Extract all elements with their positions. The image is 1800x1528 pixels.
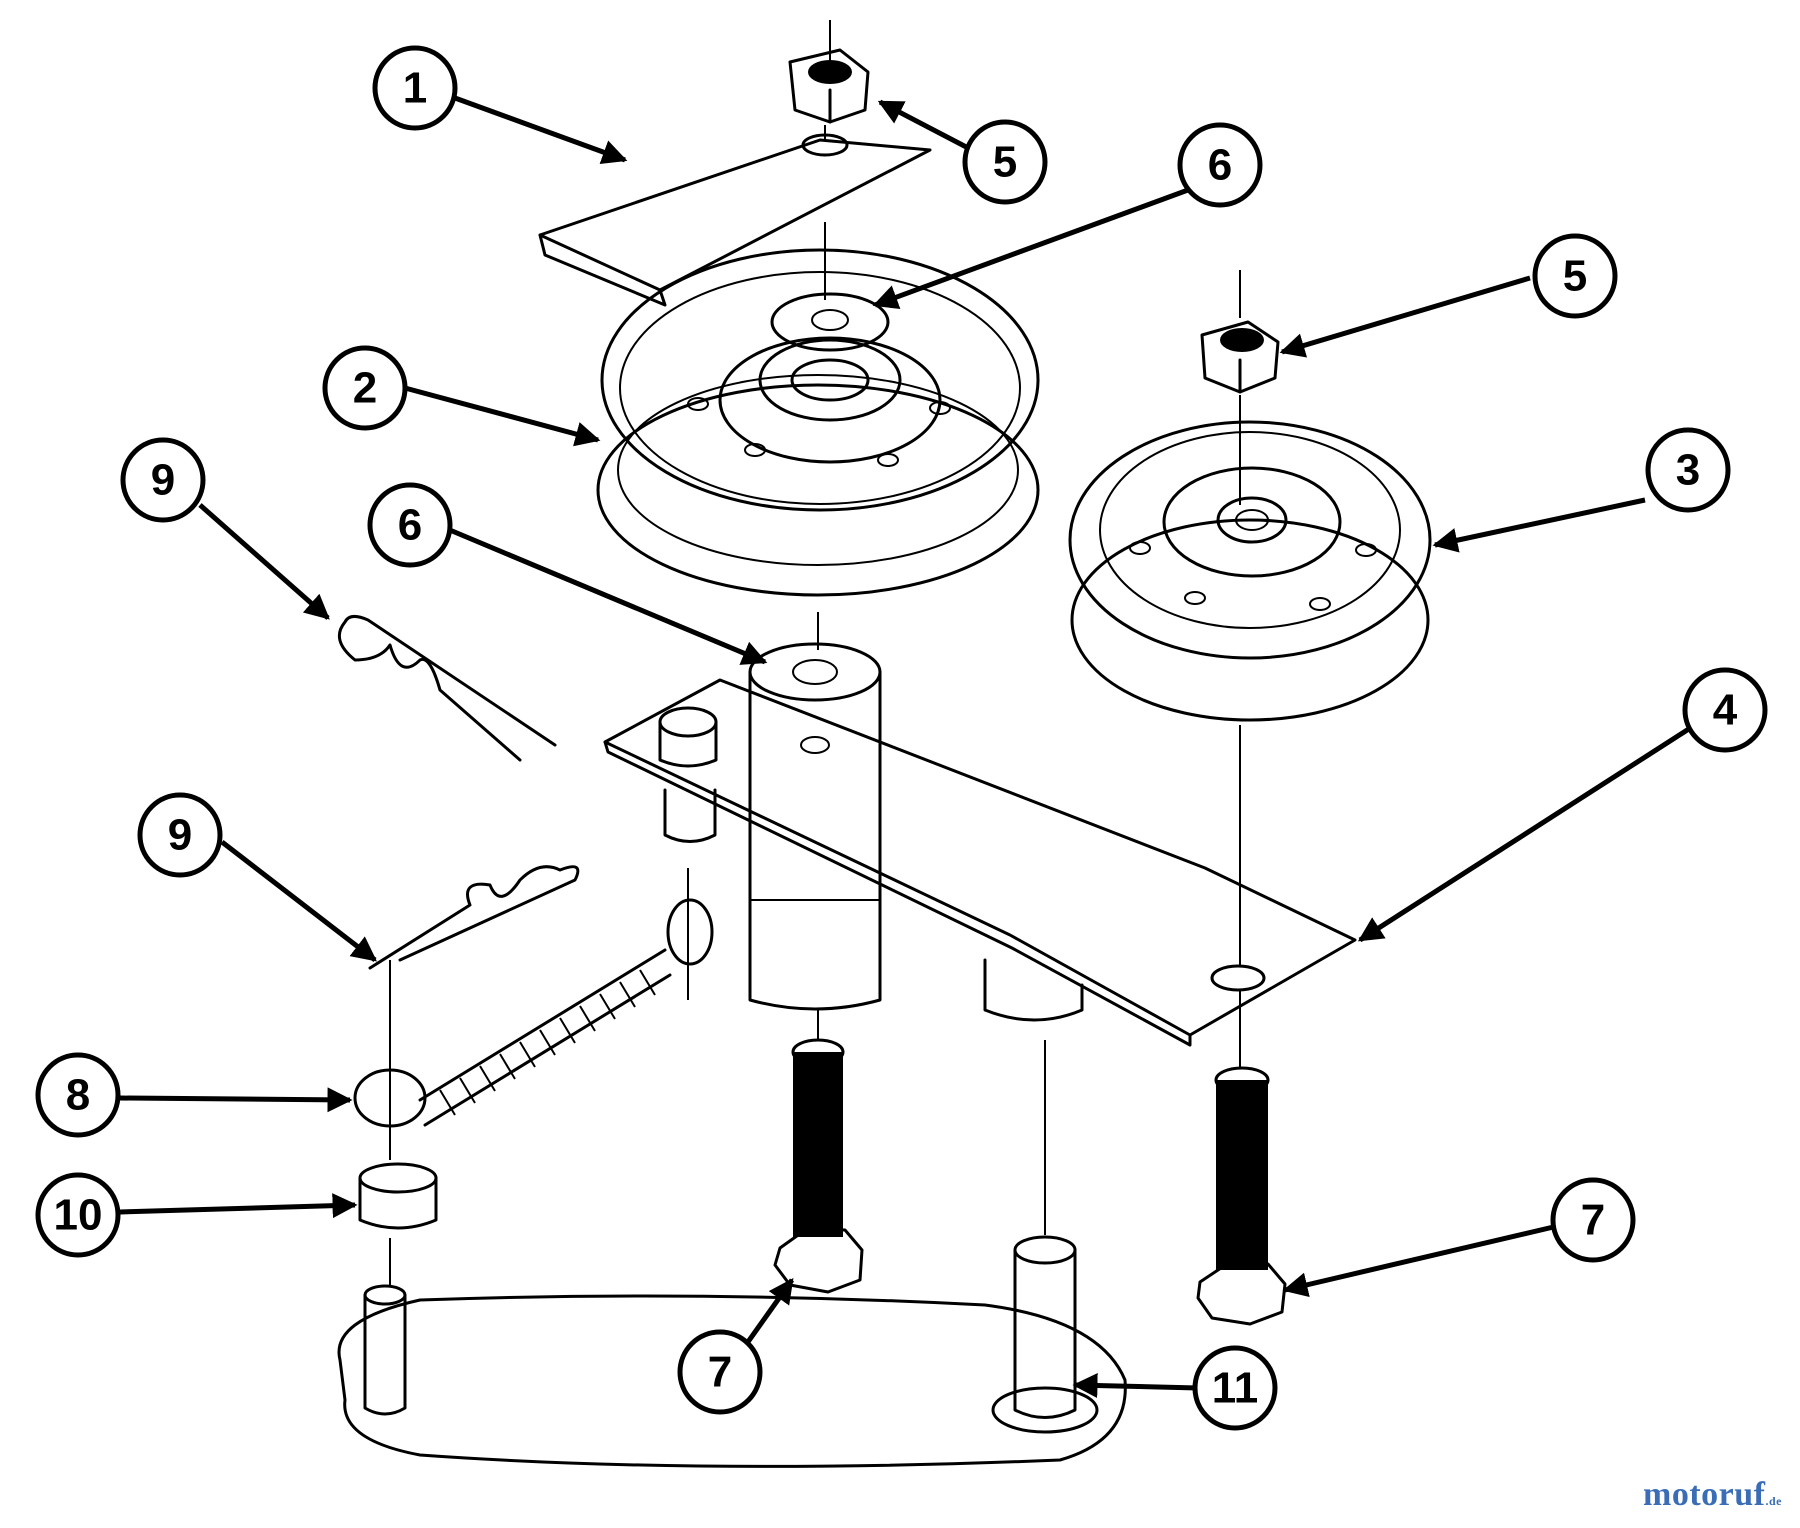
part-7-bolt-center xyxy=(773,1038,864,1294)
part-2-large-pulley xyxy=(596,248,1040,597)
callout-5-right: 5 xyxy=(1532,233,1618,319)
part-5-nut-right xyxy=(1200,320,1280,394)
assembly-centerlines xyxy=(389,20,1241,1285)
callout-1: 1 xyxy=(372,45,458,131)
callout-6-top: 6 xyxy=(1177,122,1263,208)
svg-text:10: 10 xyxy=(54,1191,103,1240)
svg-text:11: 11 xyxy=(1212,1364,1259,1413)
part-9-cotter-pin-lower xyxy=(368,865,580,970)
svg-text:7: 7 xyxy=(1581,1196,1605,1245)
svg-text:8: 8 xyxy=(66,1071,90,1120)
callout-5-top: 5 xyxy=(962,119,1048,205)
part-5-nut-top xyxy=(788,48,870,124)
callout-3: 3 xyxy=(1645,427,1731,513)
watermark-text: motoruf xyxy=(1643,1476,1766,1513)
callout-4: 4 xyxy=(1682,667,1768,753)
svg-text:2: 2 xyxy=(353,364,377,413)
svg-text:9: 9 xyxy=(168,811,192,860)
svg-text:7: 7 xyxy=(708,1348,732,1397)
callout-7-center: 7 xyxy=(677,1329,763,1415)
callout-10: 10 xyxy=(35,1172,121,1258)
callout-7-right: 7 xyxy=(1550,1177,1636,1263)
svg-text:6: 6 xyxy=(398,501,422,550)
part-10-bushing xyxy=(358,1162,438,1230)
svg-text:1: 1 xyxy=(403,64,427,113)
callout-9-upper: 9 xyxy=(120,437,206,523)
callout-11: 11 xyxy=(1192,1345,1278,1431)
part-1-bracket-plate xyxy=(538,133,932,307)
svg-text:3: 3 xyxy=(1676,446,1700,495)
part-3-right-pulley xyxy=(1068,420,1432,722)
part-8-spring xyxy=(353,898,714,1128)
svg-text:5: 5 xyxy=(993,138,1017,187)
part-9-cotter-pin-upper xyxy=(337,615,557,762)
callout-9-lower: 9 xyxy=(137,792,223,878)
svg-text:9: 9 xyxy=(151,456,175,505)
callout-6-lower: 6 xyxy=(367,482,453,568)
callout-8: 8 xyxy=(35,1052,121,1138)
part-11-base-plate xyxy=(337,1235,1127,1468)
part-7-bolt-right xyxy=(1196,1066,1287,1326)
arm-pivot-sleeve xyxy=(983,958,1084,1022)
svg-text:4: 4 xyxy=(1713,686,1738,735)
watermark-suffix: .de xyxy=(1765,1494,1782,1508)
leader-lines xyxy=(119,95,1697,1399)
part-4-idler-arm xyxy=(603,678,1357,1047)
watermark: motoruf.de xyxy=(1643,1476,1782,1514)
part-6-sleeve xyxy=(748,642,882,1011)
svg-text:6: 6 xyxy=(1208,141,1232,190)
callout-2: 2 xyxy=(322,345,408,431)
svg-text:5: 5 xyxy=(1563,252,1587,301)
